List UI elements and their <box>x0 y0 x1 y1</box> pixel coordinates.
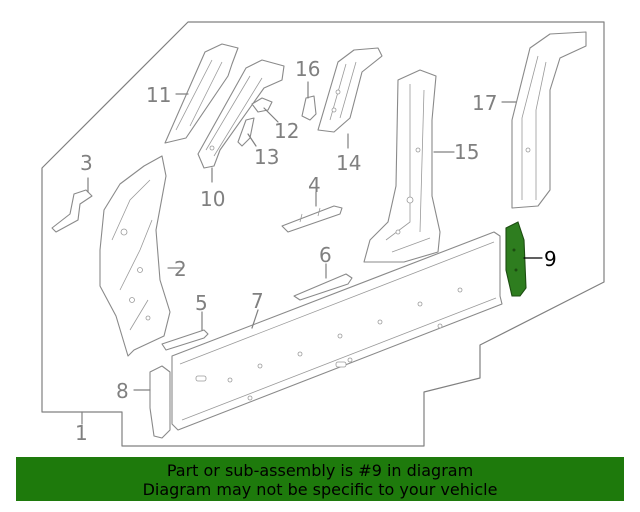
part-16[interactable] <box>301 95 317 121</box>
part-7[interactable] <box>171 231 503 431</box>
callout-15: 15 <box>454 140 479 164</box>
callout-16: 16 <box>295 57 320 81</box>
part-9[interactable] <box>505 221 527 297</box>
part-15[interactable] <box>363 69 441 263</box>
callout-10: 10 <box>200 187 225 211</box>
callout-14: 14 <box>336 151 361 175</box>
part-10[interactable] <box>197 59 285 169</box>
callout-8: 8 <box>116 379 129 403</box>
part-5[interactable] <box>161 329 209 351</box>
callout-5: 5 <box>195 291 208 315</box>
callout-12: 12 <box>274 119 299 143</box>
callout-11: 11 <box>146 83 171 107</box>
info-banner-line1: Part or sub-assembly is #9 in diagram <box>166 461 474 480</box>
part-11[interactable] <box>164 43 239 144</box>
part-13[interactable] <box>237 117 255 147</box>
part-14[interactable] <box>317 47 383 133</box>
part-12[interactable] <box>251 97 273 113</box>
callout-3: 3 <box>80 151 93 175</box>
callout-4: 4 <box>308 173 321 197</box>
callout-6: 6 <box>319 243 332 267</box>
parts-diagram: 1 2 3 4 5 6 7 8 9 10 11 12 13 14 15 16 1… <box>41 21 605 447</box>
part-8[interactable] <box>149 365 171 439</box>
part-6[interactable] <box>293 273 353 301</box>
callout-1: 1 <box>75 421 88 445</box>
part-17[interactable] <box>511 31 587 209</box>
callout-7: 7 <box>251 289 264 313</box>
callout-17: 17 <box>472 91 497 115</box>
info-banner: Part or sub-assembly is #9 in diagram Di… <box>16 457 624 501</box>
callout-13: 13 <box>254 145 279 169</box>
part-2[interactable] <box>99 155 171 357</box>
callout-9: 9 <box>544 247 557 271</box>
info-banner-line2: Diagram may not be specific to your vehi… <box>142 480 498 499</box>
leader-lines <box>81 81 543 425</box>
callout-2: 2 <box>174 257 187 281</box>
part-4[interactable] <box>281 205 343 233</box>
part-3[interactable] <box>51 189 93 233</box>
